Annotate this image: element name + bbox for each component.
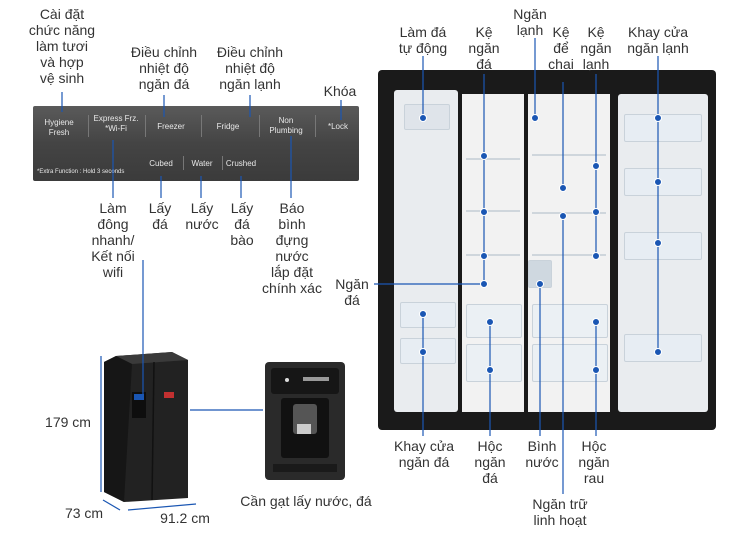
label-fridge-shelf: Kệ ngăn lạnh — [580, 24, 612, 72]
label-freezer-drawer: Hộc ngăn đá — [474, 438, 506, 486]
label-water-tank: Bình nước — [525, 438, 559, 470]
panel-freezer[interactable]: Freezer — [157, 122, 185, 131]
panel-express[interactable]: Express Frz. *Wi-Fi — [93, 114, 139, 133]
panel-hygiene[interactable]: Hygiene Fresh — [44, 118, 74, 137]
label-lever: Cần gạt lấy nước, đá — [240, 493, 372, 509]
label-freezer-temp: Điều chỉnh nhiệt độ ngăn đá — [130, 44, 198, 92]
label-plumbing: Báo bình đựng nước lắp đặt chính xác — [262, 200, 322, 296]
label-height: 179 cm — [45, 414, 91, 430]
label-width: 91.2 cm — [160, 510, 210, 526]
label-freezer-shelf: Kệ ngăn đá — [468, 24, 500, 72]
panel-lock[interactable]: *Lock — [327, 122, 348, 131]
label-bottle-shelf: Kệ để chai — [548, 24, 574, 72]
label-lock: Khóa — [323, 83, 357, 99]
panel-fridge[interactable]: Fridge — [216, 122, 240, 131]
label-fridge-temp: Điều chỉnh nhiệt độ ngăn lạnh — [216, 44, 284, 92]
lever-image — [263, 360, 347, 482]
label-freezer-door-tray: Khay cửa ngăn đá — [394, 438, 454, 470]
label-fridge-comp: Ngăn lạnh — [513, 6, 547, 38]
label-quick-freeze: Làm đông nhanh/ Kết nối wifi — [91, 200, 135, 280]
panel-non-plumbing[interactable]: Non Plumbing — [269, 116, 303, 135]
label-fridge-door-tray: Khay cửa ngăn lạnh — [627, 24, 689, 56]
control-panel: Hygiene Fresh Express Frz. *Wi-Fi Freeze… — [33, 106, 359, 181]
label-depth: 73 cm — [64, 505, 104, 521]
label-fresh: Cài đặt chức năng làm tươi và hợp vệ sin… — [28, 6, 96, 86]
label-water: Lấy nước — [185, 200, 219, 232]
panel-cubed[interactable]: Cubed — [149, 159, 173, 168]
label-auto-ice: Làm đá tự động — [398, 24, 448, 56]
panel-crushed[interactable]: Crushed — [225, 159, 257, 168]
panel-water[interactable]: Water — [191, 159, 213, 168]
label-crushed: Lấy đá bào — [230, 200, 254, 248]
fridge-small-image — [104, 352, 190, 502]
label-veg-drawer: Hộc ngăn rau — [578, 438, 610, 486]
label-ice: Lấy đá — [148, 200, 172, 232]
label-freezer-comp: Ngăn đá — [335, 276, 369, 308]
label-flex-storage: Ngăn trữ linh hoạt — [532, 496, 588, 528]
